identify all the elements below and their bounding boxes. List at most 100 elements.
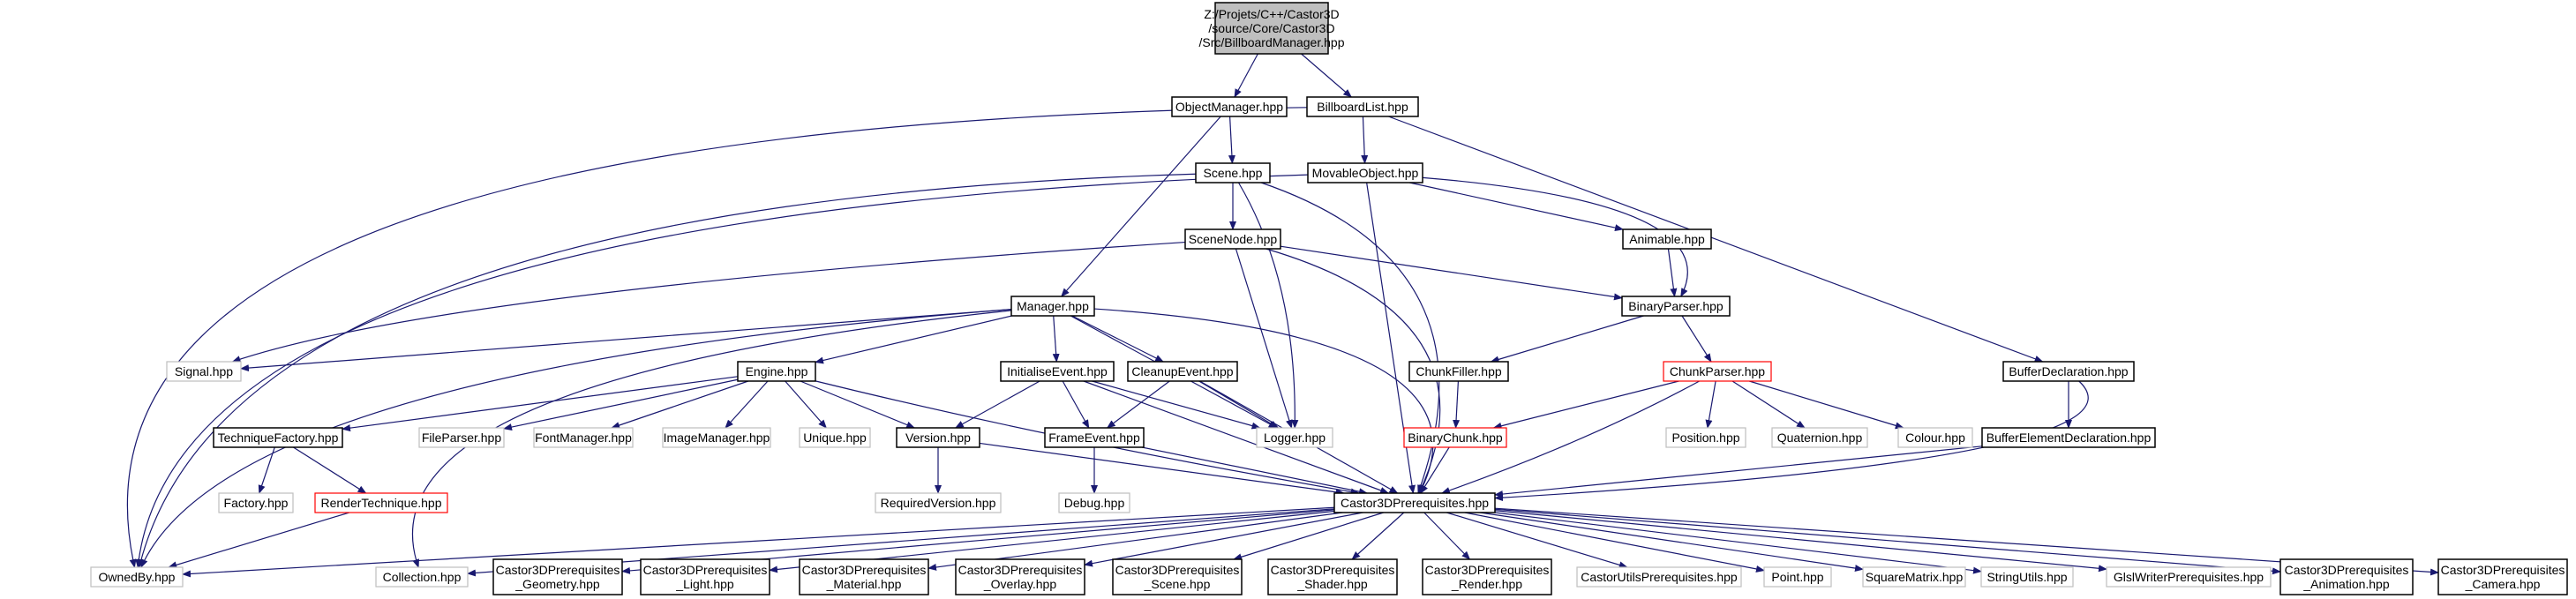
node-objectmanager[interactable]: ObjectManager.hpp <box>1171 96 1288 117</box>
node-version[interactable]: Version.hpp <box>896 427 980 448</box>
node-box-movableobject <box>1307 162 1423 183</box>
edge-animable-to-binaryparser <box>1667 248 1678 297</box>
edge-scenenode-to-binaryparser <box>1280 245 1623 301</box>
node-scene[interactable]: Scene.hpp <box>1195 162 1271 183</box>
edge-billboardlist-to-movableobject <box>1361 116 1369 164</box>
node-manager[interactable]: Manager.hpp <box>1010 296 1095 317</box>
edge-binaryparser-to-chunkparser <box>1681 315 1712 363</box>
node-label-initialiseevent: InitialiseEvent.hpp <box>1007 364 1108 378</box>
edge-castor3dprereq-to-point <box>1464 512 1765 573</box>
node-chunkfiller[interactable]: ChunkFiller.hpp <box>1408 361 1509 382</box>
node-bufferelementdeclaration[interactable]: BufferElementDeclaration.hpp <box>1981 427 2156 448</box>
node-box-debug <box>1058 492 1130 513</box>
node-box-techniquefactory <box>213 427 343 448</box>
node-label-chunkfiller: ChunkFiller.hpp <box>1416 364 1501 378</box>
node-box-fontmanager <box>533 427 634 448</box>
node-frameevent[interactable]: FrameEvent.hpp <box>1044 427 1145 448</box>
dependency-edges <box>126 53 2439 578</box>
node-prereq_light[interactable]: Castor3DPrerequisites_Light.hpp <box>640 558 770 595</box>
node-label-prereq_shader-line2: _Shader.hpp <box>1296 577 1368 591</box>
node-binaryparser[interactable]: BinaryParser.hpp <box>1621 296 1731 317</box>
node-movableobject[interactable]: MovableObject.hpp <box>1307 162 1423 183</box>
node-techniquefactory[interactable]: TechniqueFactory.hpp <box>213 427 343 448</box>
edge-chunkparser-to-binarychunk <box>1492 380 1679 430</box>
node-box-version <box>896 427 980 448</box>
edge-castor3dprereq-to-prereq_scene <box>1233 512 1384 561</box>
node-prereq_render[interactable]: Castor3DPrerequisites_Render.hpp <box>1422 558 1552 595</box>
node-box-chunkfiller <box>1408 361 1509 382</box>
node-glslwriter: GlslWriterPrerequisites.hpp <box>2106 566 2272 588</box>
node-unique: Unique.hpp <box>799 427 871 448</box>
node-box-prereq_light <box>640 558 770 595</box>
edge-rendertechnique-to-ownedby <box>168 512 349 569</box>
node-point: Point.hpp <box>1763 566 1832 588</box>
node-bufferdeclaration[interactable]: BufferDeclaration.hpp <box>2002 361 2135 382</box>
node-label-binarychunk: BinaryChunk.hpp <box>1408 431 1503 445</box>
node-castor3dprereq[interactable]: Castor3DPrerequisites.hpp <box>1333 492 1496 513</box>
node-label-prereq_material-line2: _Material.hpp <box>826 577 902 591</box>
node-engine[interactable]: Engine.hpp <box>737 361 816 382</box>
edge-billboardlist-to-bufferdeclaration <box>1388 116 2044 363</box>
node-animable[interactable]: Animable.hpp <box>1622 228 1712 250</box>
node-box-prereq_material <box>799 558 929 595</box>
node-prereq_animation[interactable]: Castor3DPrerequisites_Animation.hpp <box>2279 558 2414 595</box>
node-label-prereq_animation-line2: _Animation.hpp <box>2302 577 2390 591</box>
edge-castor3dprereq-to-squarematrix <box>1480 512 1864 573</box>
node-label-objectmanager: ObjectManager.hpp <box>1175 100 1283 114</box>
node-prereq_shader[interactable]: Castor3DPrerequisites_Shader.hpp <box>1267 558 1398 595</box>
node-box-prereq_shader <box>1267 558 1398 595</box>
edge-initialiseevent-to-frameevent <box>1062 380 1090 429</box>
node-box-imagemanager <box>662 427 771 448</box>
node-label-collection: Collection.hpp <box>383 570 462 584</box>
edge-initialiseevent-to-version <box>954 380 1040 429</box>
edge-castor3dprereq-to-prereq_animation <box>1494 508 2281 575</box>
node-cleanupevent[interactable]: CleanupEvent.hpp <box>1127 361 1238 382</box>
node-label-factory: Factory.hpp <box>224 496 289 510</box>
node-squarematrix: SquareMatrix.hpp <box>1862 566 1966 588</box>
edge-scene-to-ownedby <box>138 173 1197 568</box>
node-box-prereq_overlay <box>955 558 1085 595</box>
node-scenenode[interactable]: SceneNode.hpp <box>1184 228 1281 250</box>
node-label-scenenode: SceneNode.hpp <box>1189 232 1278 246</box>
node-label-unique: Unique.hpp <box>803 431 867 445</box>
node-initialiseevent[interactable]: InitialiseEvent.hpp <box>1000 361 1115 382</box>
edge-chunkparser-to-quaternion <box>1731 380 1806 429</box>
node-label-rendertechnique: RenderTechnique.hpp <box>321 496 442 510</box>
node-chunkparser: ChunkParser.hpp <box>1663 361 1772 382</box>
node-label-version: Version.hpp <box>905 431 971 445</box>
node-box-scene <box>1195 162 1271 183</box>
edge-manager-to-initialiseevent <box>1052 315 1060 363</box>
node-prereq_overlay[interactable]: Castor3DPrerequisites_Overlay.hpp <box>955 558 1085 595</box>
node-prereq_geometry[interactable]: Castor3DPrerequisites_Geometry.hpp <box>492 558 623 595</box>
node-label-squarematrix: SquareMatrix.hpp <box>1866 570 1964 584</box>
node-label-requiredversion: RequiredVersion.hpp <box>881 496 996 510</box>
node-logger: Logger.hpp <box>1256 427 1333 448</box>
node-billboardlist[interactable]: BillboardList.hpp <box>1306 96 1419 117</box>
node-box-engine <box>737 361 816 382</box>
node-imagemanager: ImageManager.hpp <box>662 427 771 448</box>
node-label-prereq_geometry-line2: _Geometry.hpp <box>514 577 600 591</box>
edge-chunkparser-to-position <box>1705 380 1716 429</box>
node-box-prereq_geometry <box>492 558 623 595</box>
edge-castor3dprereq-to-stringutils <box>1494 512 1982 574</box>
node-box-prereq_animation <box>2279 558 2414 595</box>
edge-engine-to-unique <box>785 380 827 429</box>
node-box-castor3dprereq <box>1333 492 1496 513</box>
node-box-billboardlist <box>1306 96 1419 117</box>
node-prereq_material[interactable]: Castor3DPrerequisites_Material.hpp <box>799 558 929 595</box>
node-prereq_scene[interactable]: Castor3DPrerequisites_Scene.hpp <box>1112 558 1243 595</box>
node-prereq_camera[interactable]: Castor3DPrerequisites_Camera.hpp <box>2437 558 2568 595</box>
node-root[interactable]: Z:/Projets/C++/Castor3D/source/Core/Cast… <box>1199 2 1345 55</box>
node-label-prereq_scene-line2: _Scene.hpp <box>1144 577 1211 591</box>
node-box-fileparser <box>418 427 505 448</box>
node-rendertechnique: RenderTechnique.hpp <box>314 492 448 513</box>
node-label-glslwriter: GlslWriterPrerequisites.hpp <box>2114 570 2264 584</box>
node-binarychunk: BinaryChunk.hpp <box>1403 427 1507 448</box>
edge-scene-to-logger <box>1237 182 1299 429</box>
node-box-prereq_camera <box>2437 558 2568 595</box>
node-label-prereq_camera-line2: _Camera.hpp <box>2465 577 2541 591</box>
node-label-bufferdeclaration: BufferDeclaration.hpp <box>2009 364 2128 378</box>
node-label-root-line2: /source/Core/Castor3D <box>1208 21 1334 35</box>
node-box-bufferdeclaration <box>2002 361 2135 382</box>
node-fontmanager: FontManager.hpp <box>533 427 634 448</box>
